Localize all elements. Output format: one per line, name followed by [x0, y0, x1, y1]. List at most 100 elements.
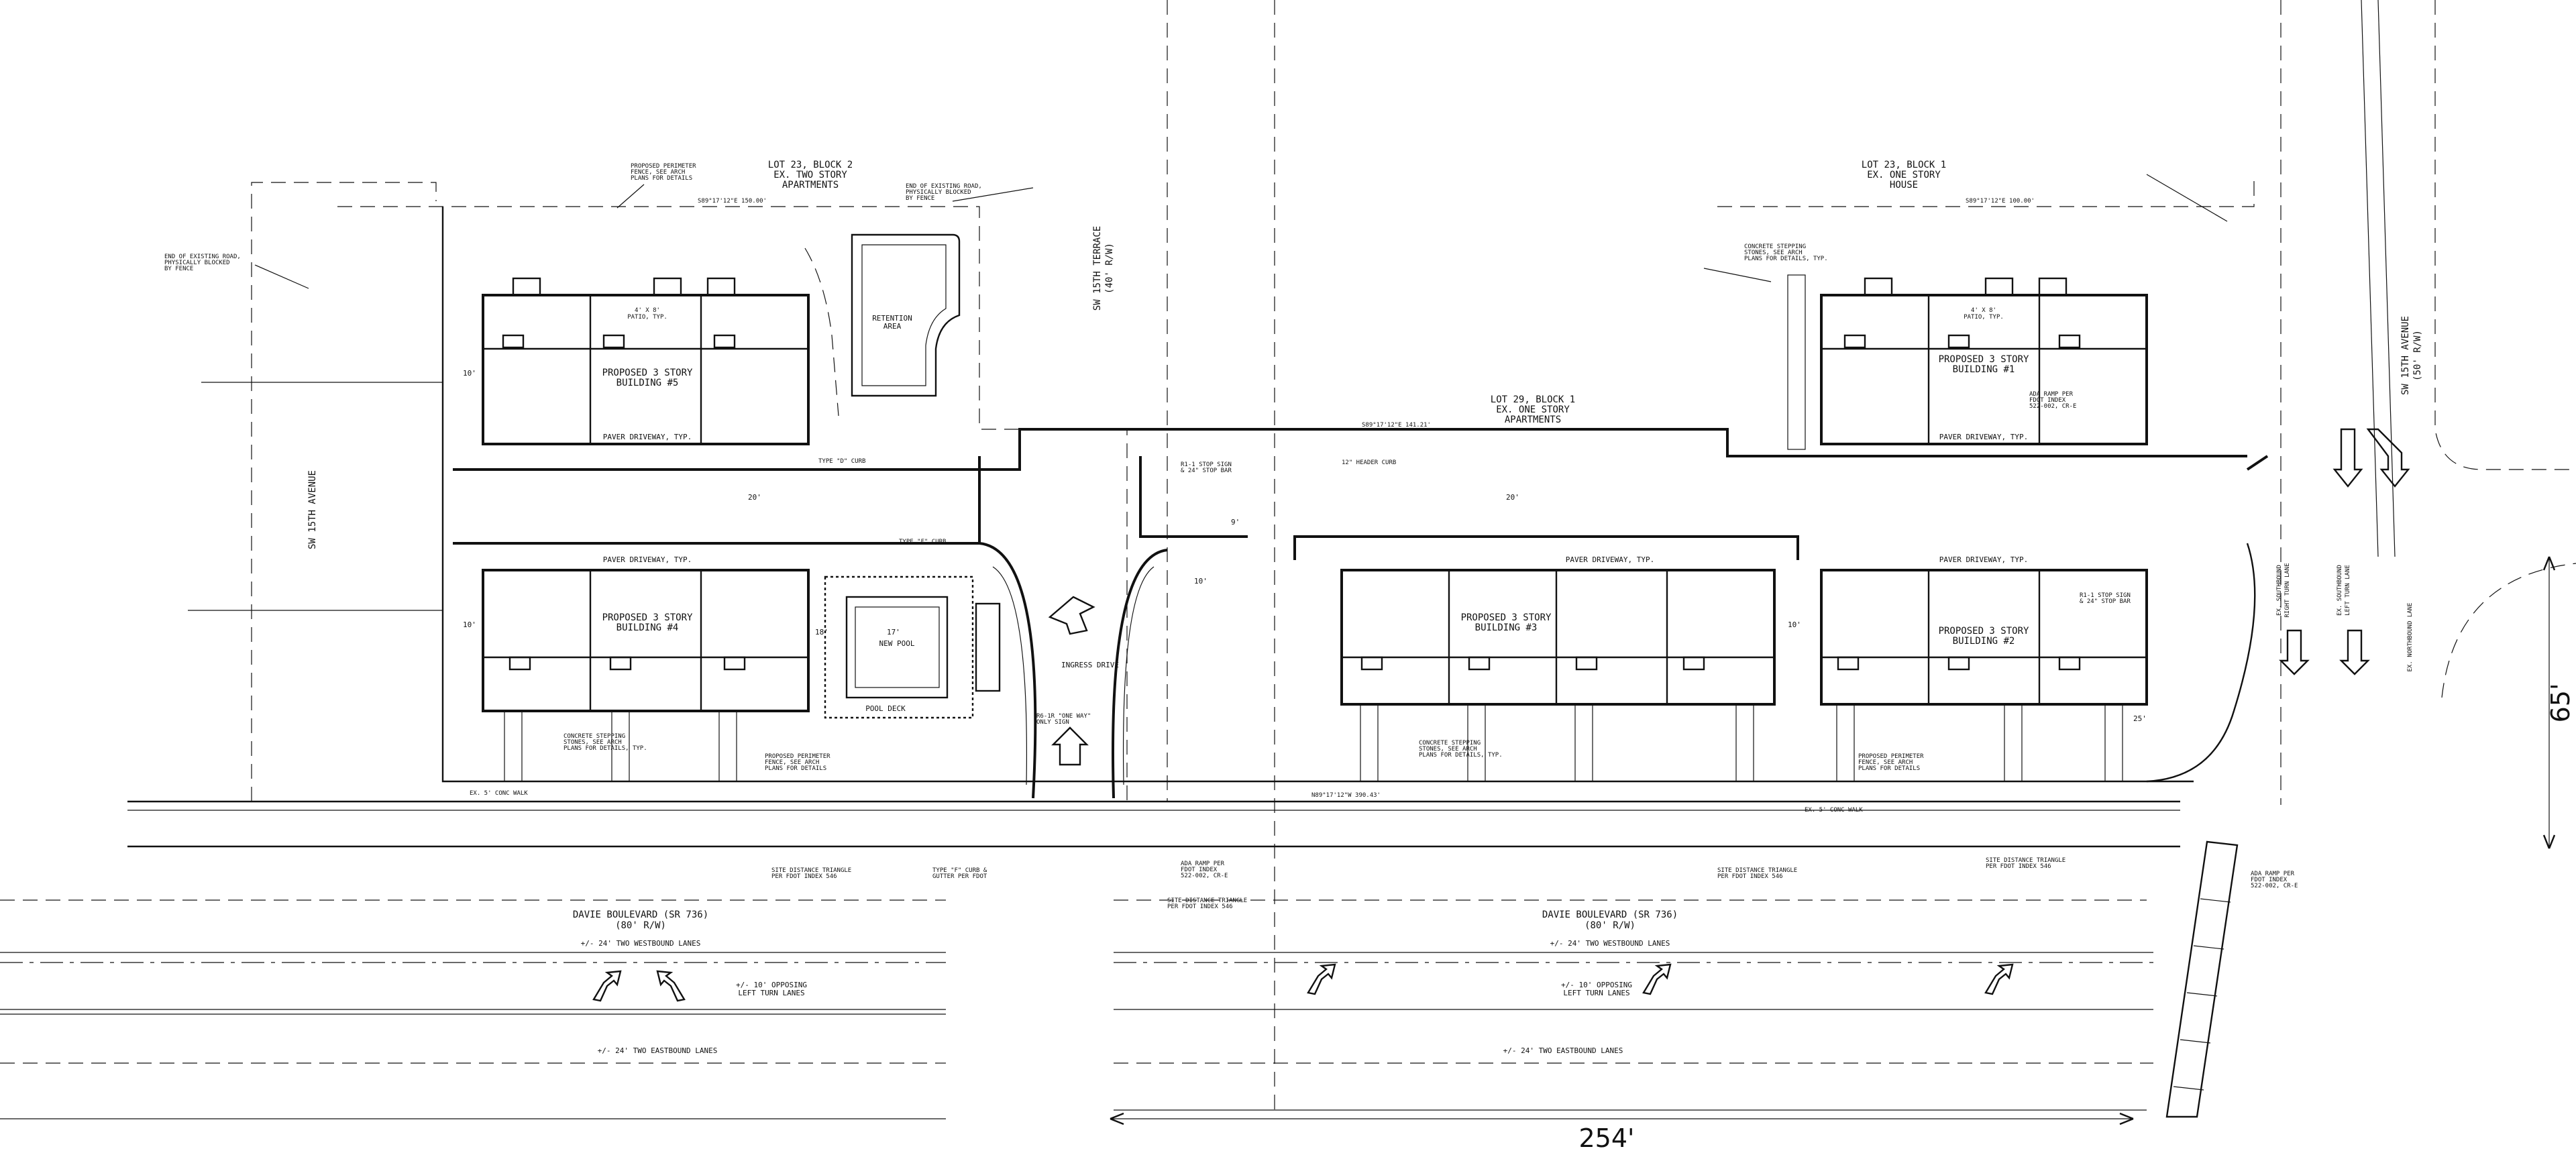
bearing-north: S89°17'12"E 150.00' — [698, 198, 767, 205]
patio-l2: PATIO, TYP. — [627, 314, 667, 321]
lot23-b2-l3: APARTMENTS — [782, 180, 839, 190]
fence-right-l2: FENCE, SEE ARCH — [1858, 759, 1913, 766]
stepping-top-l2: STONES, SEE ARCH — [1744, 250, 1803, 256]
lot29-b1-l3: APARTMENTS — [1505, 415, 1561, 425]
curb-f-label: TYPE "F" CURB — [899, 539, 946, 545]
retention-l2: AREA — [883, 322, 902, 331]
stop-r-l2: & 24" STOP BAR — [2080, 598, 2131, 605]
davie-left-l2: (80' R/W) — [615, 920, 666, 931]
dim-18: 18' — [815, 628, 828, 637]
building-5 — [482, 277, 810, 445]
dimension-254-label: 254' — [1579, 1123, 1635, 1153]
stepping-mid-l2: STONES, SEE ARCH — [1419, 746, 1477, 753]
dimension-65-label: 65' — [2546, 683, 2575, 723]
dim-9: 9' — [1231, 518, 1240, 527]
ada-right-l2: FDOT INDEX — [2251, 877, 2288, 883]
fence-right-l1: PROPOSED PERIMETER — [1858, 753, 1924, 760]
sw15-terrace-l1: SW 15TH TERRACE — [1092, 226, 1103, 311]
ada-right-l3: 522-002, CR-E — [2251, 883, 2298, 889]
bearing-mid: S89°17'12"E 141.21' — [1362, 422, 1431, 429]
stepping-mid-l3: PLANS FOR DETAILS, TYP. — [1419, 752, 1503, 759]
patio-l1: 4' X 8' — [635, 307, 660, 314]
building-3 — [1340, 569, 1776, 706]
sw15-avenue-left: SW 15TH AVENUE — [307, 470, 318, 549]
lot23-b1-l3: HOUSE — [1890, 180, 1918, 190]
building-labels: PROPOSED 3 STORY BUILDING #5 PROPOSED 3 … — [602, 354, 2029, 647]
sw15-avenue-right-l2: (50' R/W) — [2412, 330, 2423, 381]
dim-10c: 10' — [1788, 620, 1801, 629]
pool-deck-label: POOL DECK — [865, 704, 906, 713]
one-way-l2: ONLY SIGN — [1036, 719, 1069, 726]
fence-right-l3: PLANS FOR DETAILS — [1858, 765, 1920, 772]
right-turn-lane-l2: RIGHT TURN LANE — [2284, 563, 2291, 617]
lot23-b1-l2: EX. ONE STORY — [1867, 170, 1941, 180]
end-road-left-l2: PHYSICALLY BLOCKED — [164, 260, 230, 266]
ada-mid-l1: ADA RAMP PER — [1181, 861, 1225, 867]
direction-arrow-icon — [1048, 596, 1095, 766]
pavers-label-3: PAVER DRIVEWAY, TYP. — [1566, 555, 1654, 564]
stepping-left-l3: PLANS FOR DETAILS, TYP. — [564, 745, 647, 752]
note-labels: PROPOSED PERIMETER FENCE, SEE ARCH PLANS… — [164, 163, 2298, 910]
turn-arrow-icon — [592, 963, 2014, 1002]
stepping-top-l1: CONCRETE STEPPING — [1744, 243, 1806, 250]
stop-l2: & 24" STOP BAR — [1181, 468, 1232, 474]
building-1-l1: PROPOSED 3 STORY — [1939, 354, 2029, 365]
building-2-l1: PROPOSED 3 STORY — [1939, 626, 2029, 637]
lot23-b2-l1: LOT 23, BLOCK 2 — [768, 160, 853, 170]
right-turn-lane-l1: EX. SOUTHBOUND — [2276, 565, 2283, 616]
triangle-r2-l2: PER FDOT INDEX 546 — [1986, 863, 2051, 870]
ada-mid-l2: FDOT INDEX — [1181, 867, 1218, 873]
gutter-l1: TYPE "F" CURB & — [932, 867, 987, 874]
triangle-left-l2: PER FDOT INDEX 546 — [771, 873, 837, 880]
stepping-stones — [504, 274, 2123, 782]
building-5-l2: BUILDING #5 — [616, 378, 679, 388]
building-1 — [1820, 277, 2148, 445]
dim-17: 17' — [887, 628, 900, 637]
bearing-labels: S89°17'12"E 150.00' S89°17'12"E 100.00' … — [698, 198, 2035, 799]
stepping-left-l1: CONCRETE STEPPING — [564, 733, 625, 740]
stepping-mid-l1: CONCRETE STEPPING — [1419, 740, 1481, 747]
sw15-avenue-right-l1: SW 15TH AVENUE — [2400, 316, 2411, 395]
stop-r-l1: R1-1 STOP SIGN — [2080, 592, 2131, 599]
building-1-l2: BUILDING #1 — [1953, 364, 2015, 375]
sw15-terrace-l2: (40' R/W) — [1104, 243, 1115, 294]
turn-lanes-left-l2: LEFT TURN LANES — [738, 989, 804, 997]
nb-lane-label: EX. NORTHBOUND LANE — [2407, 603, 2414, 672]
triangle-mid-l1: SITE DISTANCE TRIANGLE — [1167, 897, 1247, 904]
new-pool-label: NEW POOL — [879, 639, 915, 648]
building-3-l2: BUILDING #3 — [1475, 622, 1538, 633]
building-3-l1: PROPOSED 3 STORY — [1461, 612, 1552, 623]
ada-top-l2: FDOT INDEX — [2029, 397, 2066, 404]
lot29-b1-l2: EX. ONE STORY — [1496, 404, 1570, 415]
patio-r-l2: PATIO, TYP. — [1964, 314, 2004, 321]
pool — [824, 575, 1001, 719]
triangle-mid-l2: PER FDOT INDEX 546 — [1167, 903, 1233, 910]
fence-top-l1: PROPOSED PERIMETER — [631, 163, 696, 170]
dim-10d: 10' — [1194, 577, 1208, 586]
davie-left-l1: DAVIE BOULEVARD (SR 736) — [573, 910, 708, 920]
lot29-b1-l1: LOT 29, BLOCK 1 — [1491, 394, 1575, 405]
building-2 — [1820, 569, 2148, 706]
crosswalk — [2165, 840, 2239, 1118]
header-curb-label: 12" HEADER CURB — [1342, 459, 1396, 466]
wb-lanes-left: +/- 24' TWO WESTBOUND LANES — [581, 939, 701, 948]
ada-right-l1: ADA RAMP PER — [2251, 871, 2295, 877]
curb-d-label: TYPE "D" CURB — [818, 458, 865, 465]
dimension-65 — [2542, 556, 2556, 849]
stop-l1: R1-1 STOP SIGN — [1181, 461, 1232, 468]
dim-10a: 10' — [463, 369, 476, 378]
leader-lines — [188, 174, 2228, 611]
fence-bottom-l3: PLANS FOR DETAILS — [765, 765, 826, 772]
building-4-l2: BUILDING #4 — [616, 622, 679, 633]
lot23-b1-l1: LOT 23, BLOCK 1 — [1862, 160, 1946, 170]
building-4-l1: PROPOSED 3 STORY — [602, 612, 693, 623]
ingress-label: INGRESS DRIVE — [1061, 661, 1119, 669]
feature-labels: RETENTION AREA NEW POOL POOL DECK INGRES… — [603, 307, 2028, 713]
pavers-label-2: PAVER DRIVEWAY, TYP. — [603, 555, 692, 564]
bearing-south: N89°17'12"W 390.43' — [1311, 792, 1381, 799]
turn-lanes-right-l1: +/- 10' OPPOSING — [1561, 981, 1632, 989]
end-road-left-l3: BY FENCE — [164, 266, 193, 272]
dimension-254 — [1110, 1112, 2134, 1125]
dim-10b: 10' — [463, 620, 476, 629]
